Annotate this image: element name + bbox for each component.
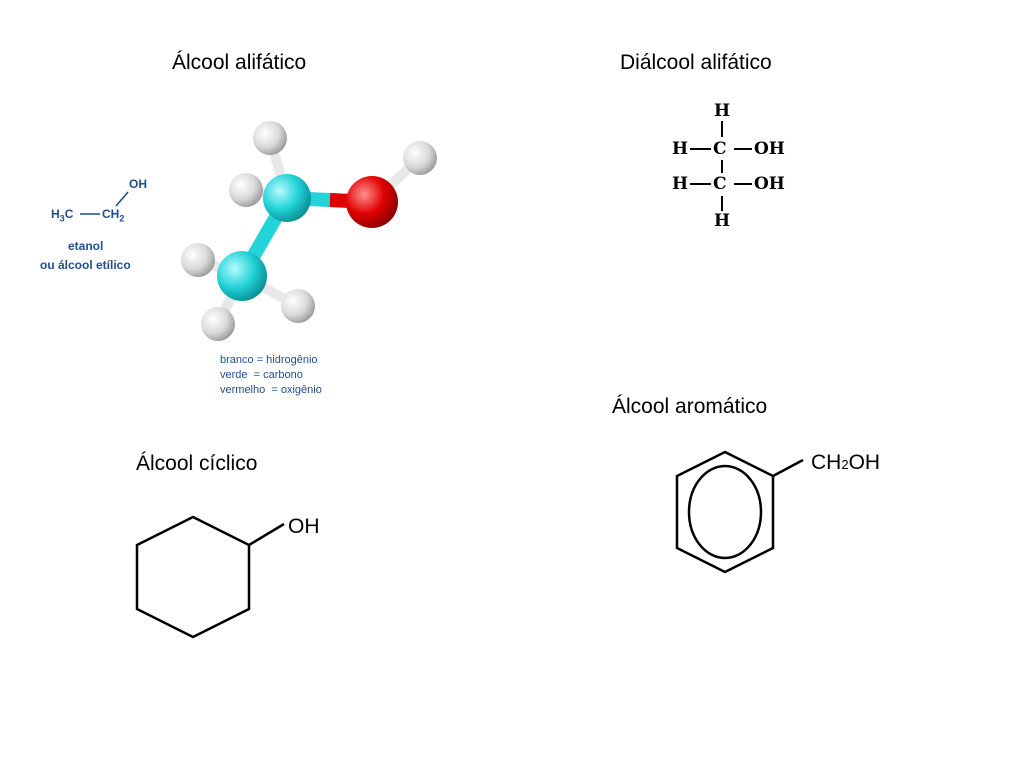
- ethanol-co-bond: [115, 191, 129, 207]
- legend-oxygen: vermelho = oxigênio: [220, 384, 322, 396]
- hydrogen-atom: [253, 121, 287, 155]
- legend-hydrogen: branco = hidrogênio: [220, 354, 318, 366]
- benzyl-ch2-bond: [772, 458, 804, 478]
- diol-h-left2: H: [672, 174, 689, 194]
- diol-oh1: OH: [754, 139, 785, 159]
- hydrogen-atom: [403, 141, 437, 175]
- diol-h-bottom: H: [714, 211, 731, 231]
- benzene-hexagon: [675, 450, 775, 574]
- benzyl-ch2oh-label: CH2OH: [811, 451, 881, 474]
- title-aliphatic-diol: Diálcool alifático: [620, 51, 772, 74]
- oxygen-atom: [346, 176, 398, 228]
- ethanol-ch2-label: CH2: [102, 207, 125, 224]
- hydrogen-atom: [281, 289, 315, 323]
- title-aromatic-alcohol: Álcool aromático: [612, 395, 768, 418]
- diol-oh2: OH: [754, 174, 785, 194]
- ethanol-alt-name: ou álcool etílico: [40, 258, 131, 272]
- diol-h-left1: H: [672, 139, 689, 159]
- hydrogen-atom: [201, 307, 235, 341]
- diol-h-top: H: [714, 101, 731, 121]
- hydrogen-atom: [181, 243, 215, 277]
- ethanol-name: etanol: [68, 239, 104, 253]
- diol-c1: C: [713, 139, 727, 159]
- carbon-atom: [263, 174, 311, 222]
- ethanol-oh-label: OH: [129, 177, 147, 191]
- diol-c2: C: [713, 174, 727, 194]
- title-aliphatic-alcohol: Álcool alifático: [172, 51, 307, 74]
- title-cyclic-alcohol: Álcool cíclico: [136, 452, 258, 475]
- carbon-atom: [217, 251, 267, 301]
- cyclohexanol-oh-bond: [248, 522, 285, 547]
- hydrogen-atom: [229, 173, 263, 207]
- legend-carbon: verde = carbono: [220, 369, 303, 381]
- ethanol-h3c-label: H3C: [51, 207, 74, 224]
- cyclohexanol-oh-label: OH: [288, 515, 320, 538]
- aromatic-ring-circle: [687, 464, 763, 560]
